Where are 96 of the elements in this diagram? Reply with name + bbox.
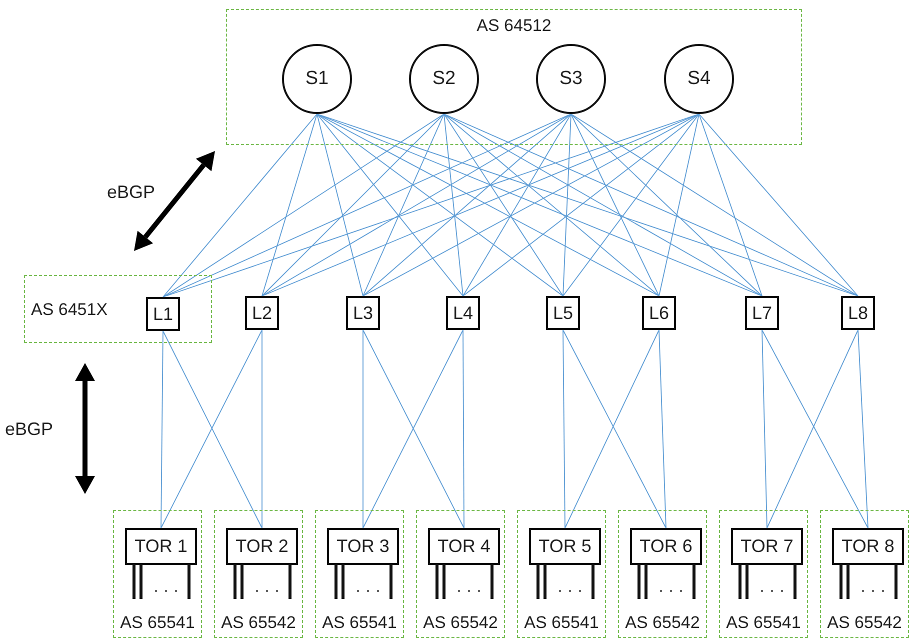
link-line <box>162 114 318 298</box>
tor-switch-box <box>327 528 399 565</box>
node-label: L7 <box>752 302 772 324</box>
tor-switch-box <box>832 528 904 565</box>
link-line <box>162 114 572 298</box>
link-line <box>444 114 464 296</box>
protocol-label: eBGP <box>5 419 54 440</box>
link-line <box>570 114 762 296</box>
link-line <box>462 114 700 296</box>
link-line <box>762 330 768 528</box>
as-number-label: AS 65541 <box>321 613 398 633</box>
as-group-box <box>214 510 303 638</box>
protocol-label: eBGP <box>107 182 156 203</box>
as-group-box <box>820 510 909 638</box>
as-group-box <box>719 510 808 638</box>
link-line <box>858 330 868 528</box>
link-line <box>262 114 572 296</box>
as-group-box <box>618 510 707 638</box>
node-label: S3 <box>559 68 583 90</box>
tor-switch-box <box>125 528 197 565</box>
as-number-label: AS 65542 <box>624 613 701 633</box>
leaf-switch-box <box>642 296 676 330</box>
leaf-switch-box <box>841 296 875 330</box>
as-number-label: AS 6451X <box>31 300 108 320</box>
node-label: TOR 4 <box>438 536 490 557</box>
node-label: L6 <box>648 302 670 324</box>
as-group-box <box>517 510 606 638</box>
tor-switch-box <box>731 528 803 565</box>
tor-switch-box <box>428 528 500 565</box>
link-line <box>698 114 858 296</box>
link-line <box>362 114 572 296</box>
node-label: L1 <box>152 304 174 324</box>
node-label: TOR 6 <box>640 536 692 557</box>
leaf-switch-box <box>245 296 279 330</box>
as-number-label: AS 64512 <box>476 16 552 36</box>
link-line <box>262 114 700 296</box>
link-line <box>316 114 464 296</box>
leaf-switch-box <box>146 297 180 331</box>
node-label: TOR 3 <box>336 536 390 557</box>
node-label: TOR 7 <box>740 536 794 557</box>
link-line <box>162 114 444 298</box>
leaf-switch-box <box>745 296 779 330</box>
link-line <box>562 114 700 296</box>
as-group-box <box>24 275 212 343</box>
node-label: L3 <box>352 302 374 324</box>
link-line <box>462 330 464 528</box>
link-line <box>316 114 564 296</box>
link-line <box>444 114 762 296</box>
as-number-label: AS 65542 <box>220 613 297 633</box>
as-number-label: AS 65542 <box>422 613 499 633</box>
link-line <box>362 330 364 528</box>
as-number-label: AS 65542 <box>826 613 903 633</box>
link-line <box>160 330 164 528</box>
link-line <box>362 114 700 296</box>
link-line <box>462 114 572 296</box>
leaf-switch-box <box>546 296 580 330</box>
as-number-label: AS 65541 <box>725 613 802 633</box>
link-line <box>658 114 700 296</box>
link-line <box>570 114 660 296</box>
link-line <box>658 330 666 528</box>
link-line <box>570 114 858 296</box>
link-line <box>316 114 660 296</box>
link-line <box>698 114 762 296</box>
tor-switch-box <box>529 528 601 565</box>
node-label: S2 <box>432 68 456 90</box>
tor-switch-box <box>226 528 298 565</box>
node-label: L8 <box>848 302 868 324</box>
link-line <box>444 114 564 296</box>
link-line <box>262 114 318 296</box>
tor-switch-box <box>630 528 702 565</box>
link-line <box>562 114 572 296</box>
node-label: TOR 2 <box>236 536 288 557</box>
as-group-box <box>315 510 404 638</box>
node-label: L4 <box>452 302 474 324</box>
link-line <box>262 114 444 296</box>
node-label: S4 <box>687 68 711 90</box>
link-line <box>444 114 858 296</box>
as-number-label: AS 65541 <box>119 613 196 633</box>
node-label: L5 <box>552 302 574 324</box>
leaf-switch-box <box>446 296 480 330</box>
node-label: TOR 5 <box>538 536 592 557</box>
as-number-label: AS 65541 <box>523 613 600 633</box>
link-line <box>316 114 364 296</box>
link-line <box>362 114 444 296</box>
node-label: TOR 8 <box>842 536 894 557</box>
node-label: S1 <box>305 68 329 90</box>
link-line <box>316 114 762 296</box>
link-line <box>562 330 566 528</box>
as-group-box <box>113 510 202 638</box>
as-group-box <box>416 510 505 638</box>
link-line <box>316 114 858 296</box>
link-line <box>444 114 660 296</box>
node-label: TOR 1 <box>134 536 188 557</box>
node-label: L2 <box>252 302 272 324</box>
leaf-switch-box <box>346 296 380 330</box>
as-group-box <box>226 9 802 145</box>
